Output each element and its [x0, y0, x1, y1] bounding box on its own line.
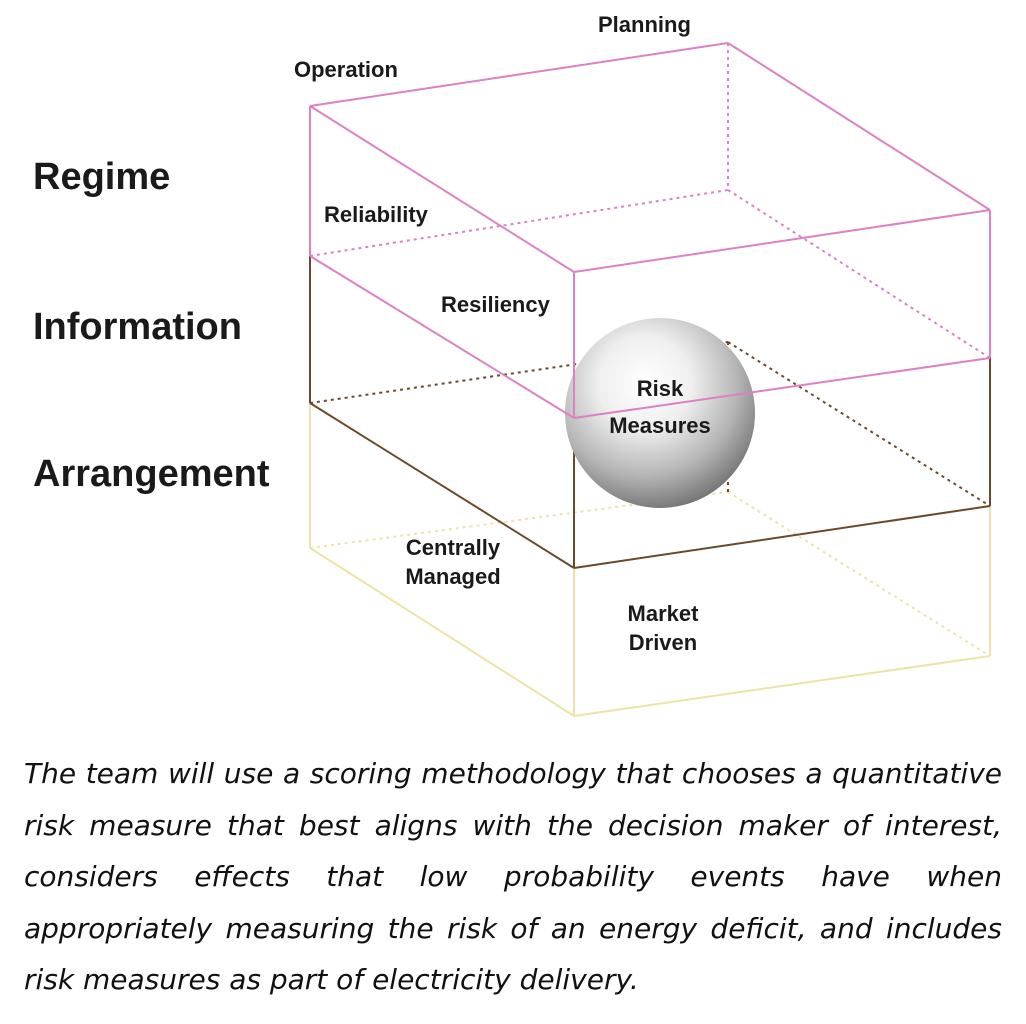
regime-back-right-hidden-edge	[727, 189, 991, 359]
centrally-managed-line-2: Managed	[405, 564, 501, 589]
information-front-bottom-edge	[309, 402, 575, 569]
sphere-shape	[565, 318, 755, 508]
regime-top-back-right-edge	[727, 42, 991, 211]
centrally-managed-line-1: Centrally	[405, 535, 501, 560]
arrangement-right-bottom-edge	[573, 655, 991, 717]
axis-label-arrangement: Arrangement	[33, 453, 270, 495]
cube-label-market-driven: Market Driven	[608, 599, 718, 657]
regime-top-front-right-edge	[573, 209, 991, 273]
arrangement-layer	[309, 403, 991, 717]
regime-front-bottom-left-edge	[309, 255, 575, 419]
regime-back-left-hidden-edge	[309, 189, 729, 257]
cube-label-resiliency: Resiliency	[441, 292, 550, 317]
axis-label-regime: Regime	[33, 156, 171, 198]
risk-measures-sphere	[565, 318, 755, 508]
regime-top-back-left-edge	[309, 42, 729, 107]
regime-front-bottom-right-edge	[573, 357, 991, 419]
cube-label-planning: Planning	[598, 12, 691, 37]
information-back-right-hidden-edge	[727, 341, 991, 507]
cube-label-operation: Operation	[294, 57, 398, 82]
cube-label-reliability: Reliability	[324, 202, 428, 227]
risk-cube-diagram: Risk Measures	[309, 42, 991, 717]
axis-label-information: Information	[33, 306, 242, 348]
arrangement-back-right-hidden-edge	[727, 491, 991, 657]
regime-top-front-left-edge	[309, 105, 575, 273]
sphere-label-line-1: Risk	[637, 376, 684, 401]
arrangement-front-bottom-edge	[309, 547, 575, 717]
market-driven-line-2: Driven	[628, 630, 698, 655]
caption-paragraph: The team will use a scoring methodology …	[24, 757, 1002, 996]
regime-layer	[309, 42, 991, 419]
market-driven-line-1: Market	[627, 601, 699, 626]
cube-label-centrally-managed: Centrally Managed	[396, 533, 510, 591]
sphere-label-line-2: Measures	[609, 413, 711, 438]
information-right-bottom-edge	[573, 505, 991, 569]
